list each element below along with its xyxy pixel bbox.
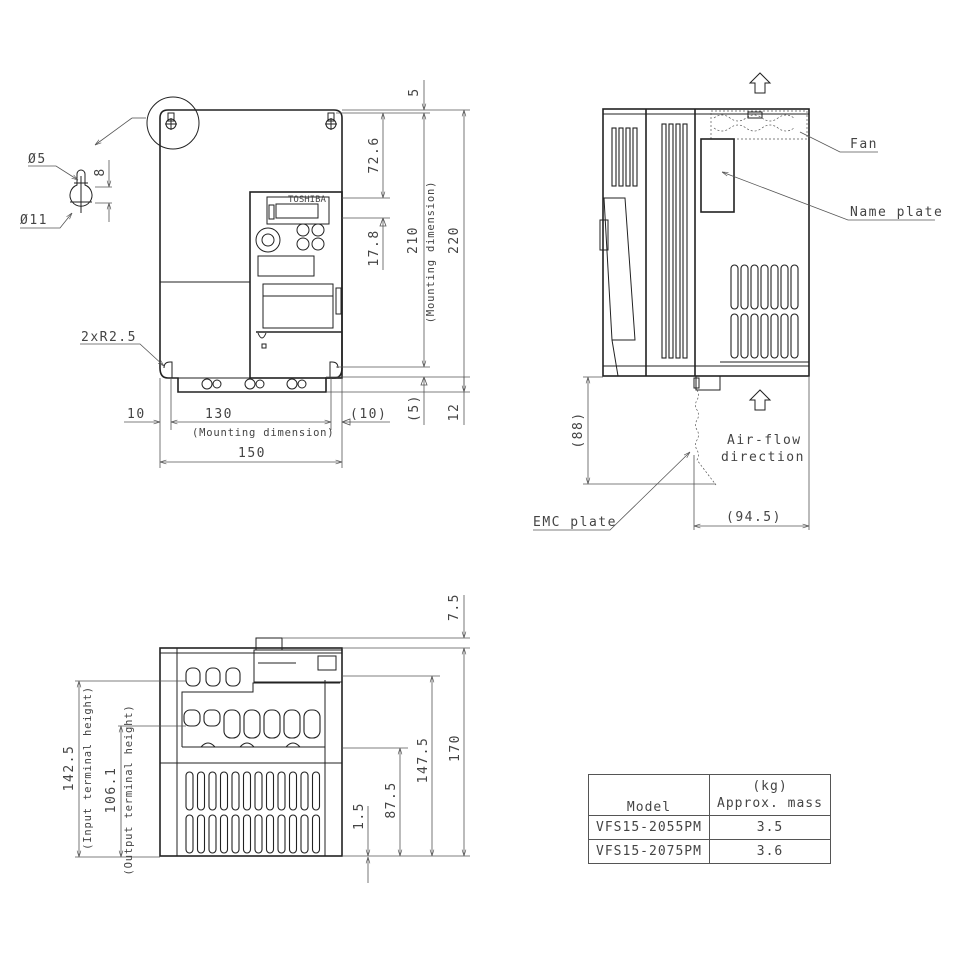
mass-table: Model (kg) Approx. mass VFS15-2055PM 3.5… (588, 774, 831, 864)
stop-key-icon (311, 223, 325, 237)
svg-text:(5): (5) (407, 394, 422, 422)
front-horizontal-dimensions: 10 130 (Mounting dimension) (10) 150 (124, 378, 390, 468)
svg-text:TOSHIBA: TOSHIBA (288, 195, 327, 205)
mass-label: Approx. mass (717, 796, 823, 811)
model-cell: VFS15-2075PM (588, 839, 710, 864)
svg-text:(94.5): (94.5) (726, 510, 782, 525)
svg-text:Air-flow: Air-flow (727, 433, 802, 448)
easy-key-icon (311, 237, 325, 251)
svg-text:direction: direction (721, 450, 805, 465)
bottom-view: 7.5 170 147.5 87.5 1.5 142.5 (Input term… (62, 593, 470, 883)
svg-text:Fan: Fan (850, 137, 878, 152)
svg-text:(Mounting dimension): (Mounting dimension) (192, 427, 334, 439)
svg-text:Name plate: Name plate (850, 205, 943, 220)
jog-dial-icon (255, 227, 281, 253)
svg-text:142.5: 142.5 (62, 745, 77, 792)
svg-text:EMC plate: EMC plate (533, 515, 617, 530)
svg-text:(10): (10) (350, 407, 387, 422)
svg-text:(Input terminal height): (Input terminal height) (82, 686, 94, 850)
svg-text:17.8: 17.8 (367, 229, 382, 266)
fan-icon (710, 110, 808, 140)
svg-text:Ø5: Ø5 (28, 152, 47, 167)
mass-cell: 3.6 (709, 839, 831, 864)
output-terminals (183, 709, 321, 739)
mass-cell: 3.5 (709, 815, 831, 840)
front-view: TOSHIBA (20, 80, 470, 468)
front-vertical-dimensions: 72.6 17.8 5 210 (Mounting dimension) (5)… (326, 80, 470, 425)
mass-header: (kg) Approx. mass (709, 774, 831, 816)
model-cell: VFS15-2055PM (588, 815, 710, 840)
rj45-port-icon (317, 655, 337, 671)
side-vents-left (611, 127, 638, 187)
svg-text:1.5: 1.5 (352, 802, 367, 830)
svg-text:2xR2.5: 2xR2.5 (81, 330, 137, 345)
operation-panel: TOSHIBA (249, 191, 343, 379)
terminal-screws (201, 378, 307, 390)
side-vents-middle (661, 123, 688, 359)
svg-text:10: 10 (127, 407, 146, 422)
name-plate (700, 138, 735, 213)
svg-text:106.1: 106.1 (104, 767, 119, 814)
airflow-up-arrow-bottom (748, 389, 772, 411)
svg-text:Ø11: Ø11 (20, 213, 48, 228)
mode-key-icon (296, 237, 310, 251)
bottom-vents (185, 771, 321, 854)
table-row: VFS15-2055PM 3.5 (588, 815, 831, 840)
run-key-icon (296, 223, 310, 237)
svg-text:8: 8 (93, 167, 108, 176)
svg-text:(88): (88) (571, 411, 586, 448)
svg-text:220: 220 (447, 226, 462, 254)
model-header: Model (588, 774, 710, 816)
input-terminals (185, 667, 241, 687)
svg-text:12: 12 (447, 403, 462, 422)
side-view: Fan Name plate EMC plate Air-flow direct… (533, 72, 943, 531)
mounting-hole-top-left (165, 112, 177, 130)
svg-text:210: 210 (406, 226, 421, 254)
airflow-up-arrow-top (748, 72, 772, 94)
unit-label: (kg) (752, 779, 788, 794)
svg-text:7.5: 7.5 (447, 593, 462, 621)
control-terminal-block (253, 649, 343, 683)
detail-circle (146, 96, 200, 150)
keyhole-detail: 8 Ø5 Ø11 (20, 152, 112, 229)
svg-text:170: 170 (448, 734, 463, 762)
svg-text:87.5: 87.5 (384, 781, 399, 818)
mounting-hole-top-right (325, 112, 337, 130)
svg-text:(Output terminal height): (Output terminal height) (123, 705, 135, 876)
side-vents-right (730, 264, 799, 359)
svg-text:130: 130 (205, 407, 233, 422)
svg-text:(Mounting dimension): (Mounting dimension) (425, 181, 437, 323)
svg-text:72.6: 72.6 (367, 136, 382, 173)
svg-text:5: 5 (407, 87, 422, 96)
svg-text:150: 150 (238, 446, 266, 461)
table-row: VFS15-2075PM 3.6 (588, 839, 831, 864)
svg-text:147.5: 147.5 (416, 737, 431, 784)
